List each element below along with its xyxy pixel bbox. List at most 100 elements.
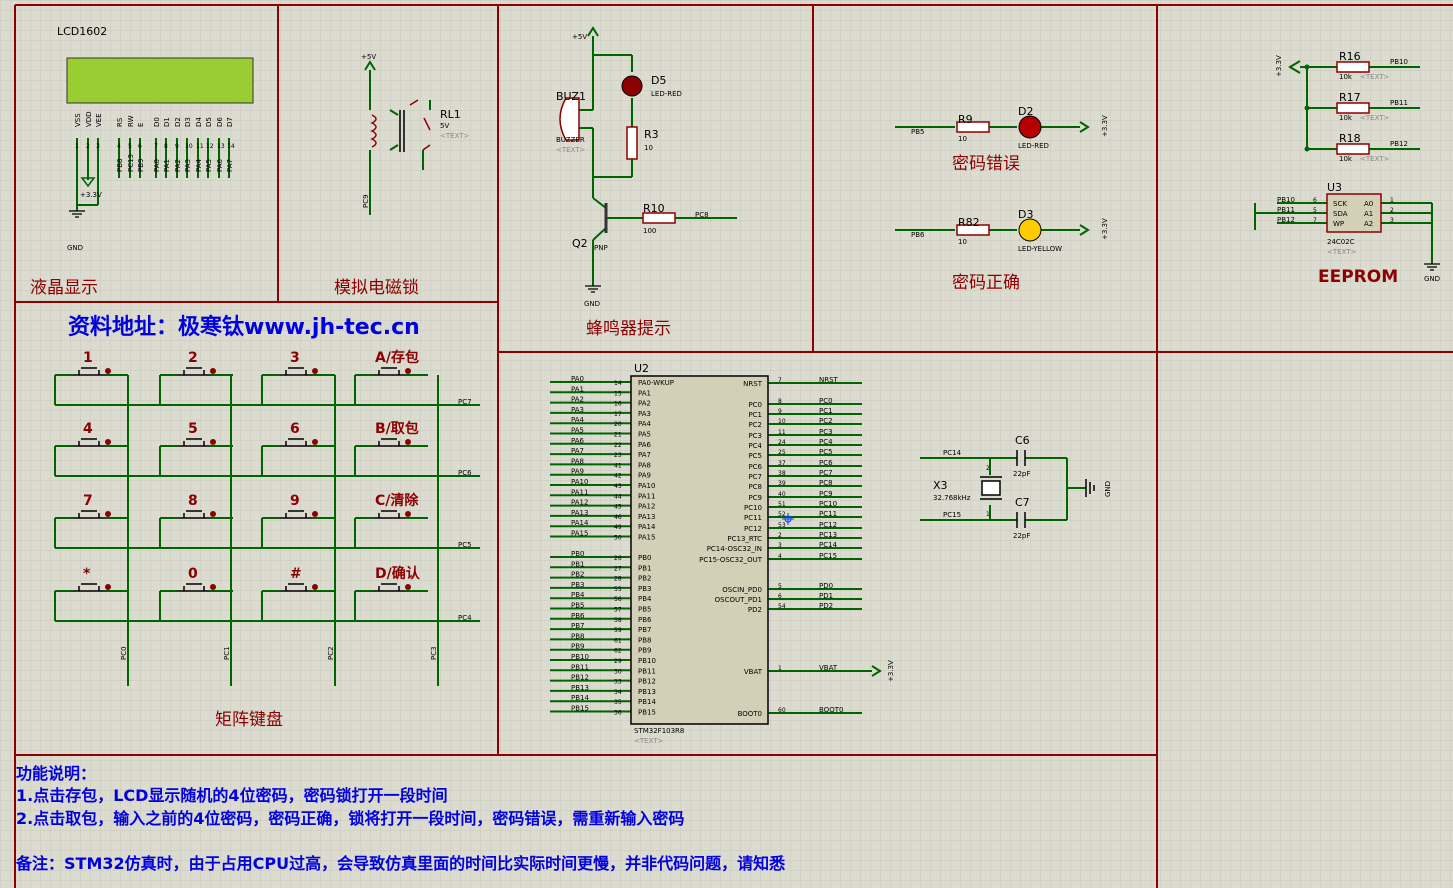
lcd-pin-name: E [137, 123, 145, 127]
lcd-pin-number: 12 [206, 143, 214, 150]
keypad-switch-dot [312, 584, 318, 590]
mcu-left-pin-number: 35 [614, 699, 622, 706]
buzzer-gnd-symbol [585, 285, 601, 293]
transistor-name: Q2 [572, 237, 588, 250]
eeprom-pin-net: PB10 [1277, 196, 1295, 204]
eeprom-pin-name: A2 [1364, 220, 1373, 228]
mcu-left-pin-number: 27 [614, 565, 622, 572]
mcu-left-net: PB4 [571, 591, 585, 599]
keypad-switch-dot [210, 368, 216, 374]
mcu-left-pin-number: 45 [614, 504, 622, 511]
mcu-right-pin-number: 24 [778, 439, 786, 446]
notes-line-2: 2.点击取包，输入之前的4位密码，密码正确，锁将打开一段时间，密码错误，需重新输… [16, 809, 685, 828]
lcd-pin-name: D4 [195, 117, 203, 127]
lcd-pin-name: VEE [95, 113, 103, 127]
mcu-right-pin-name: PC9 [748, 494, 762, 502]
keypad-switch-dot [105, 439, 111, 445]
pwd-wrong-led [1018, 115, 1042, 139]
crystal-pin-number: 2 [986, 465, 990, 472]
mcu-right-pin-number: 40 [778, 491, 786, 498]
pwd-wrong-resistor-name: R9 [958, 113, 973, 126]
pwd-wrong-led-name: D2 [1018, 105, 1033, 118]
relay-text: <TEXT> [440, 132, 470, 140]
pwd-right-led [1018, 218, 1042, 242]
keypad-key-label: 6 [290, 421, 300, 437]
resistor-r3-body [626, 126, 638, 160]
lcd-gnd-label: GND [67, 244, 83, 252]
mcu-left-net: PA14 [571, 519, 589, 527]
lcd-pin-number: 11 [196, 143, 204, 150]
eeprom-pullup-value: 10k [1339, 114, 1353, 122]
relay-name: RL1 [440, 108, 461, 121]
capacitor-c7-value: 22pF [1013, 532, 1030, 540]
mcu-left-pin-number: 49 [614, 524, 622, 531]
mcu-name: U2 [634, 362, 649, 375]
mcu-right-net: PC10 [819, 500, 837, 508]
mcu-left-pin-name: PB10 [638, 657, 656, 665]
keypad-switch [178, 367, 210, 376]
mcu-left-net: PB15 [571, 705, 589, 713]
keypad-switch [73, 510, 105, 519]
lcd-pin-name: D6 [216, 117, 224, 127]
eeprom-pin-number: 2 [1390, 207, 1394, 214]
mcu-right-net: VBAT [819, 664, 838, 672]
mcu-right-net: PC0 [819, 397, 833, 405]
keypad-row-net: PC5 [458, 541, 472, 549]
mcu-left-pin-number: 20 [614, 421, 622, 428]
keypad-row-net: PC4 [458, 614, 472, 622]
mcu-right-net: PC15 [819, 552, 837, 560]
keypad-col-net: PC0 [120, 646, 128, 660]
keypad-switch [280, 367, 312, 376]
keypad-switch-dot [105, 584, 111, 590]
buzzer-gnd-label: GND [584, 300, 600, 308]
transistor-type: PNP [594, 244, 608, 252]
lcd-pin-number: 4 [117, 143, 121, 150]
mcu-left-net: PB5 [571, 602, 584, 610]
keypad-switch [373, 367, 405, 376]
keypad-key-label: 2 [188, 350, 198, 366]
mcu-left-pin-name: PA13 [638, 513, 655, 521]
keypad-key-label: 8 [188, 493, 198, 509]
mcu-right-pin-number: 11 [778, 429, 786, 436]
eeprom-pullup-text: <TEXT> [1360, 155, 1390, 163]
mcu-right-net: PC8 [819, 479, 833, 487]
mcu-right-net: NRST [819, 376, 839, 384]
lcd-pin-name: D0 [153, 117, 161, 127]
mcu-left-pin-name: PB9 [638, 647, 651, 655]
mcu-left-net: PB9 [571, 643, 584, 651]
junction-dot [1304, 64, 1310, 70]
relay-contact [409, 99, 431, 151]
mcu-left-net: PA4 [571, 416, 585, 424]
lcd-pin-number: 5 [128, 143, 132, 150]
mcu-left-pin-name: PB2 [638, 575, 651, 583]
section-title-lcd: 液晶显示 [30, 278, 98, 298]
eeprom-vcc-label: +3.3V [1275, 55, 1283, 77]
lcd-net-label: PA3 [184, 159, 192, 172]
eeprom-pullup-body [1336, 143, 1370, 155]
mcu-right-pin-name: PC1 [748, 411, 762, 419]
pwd-right-net-label: PB6 [911, 231, 925, 239]
lcd-name: LCD1602 [57, 25, 107, 38]
mcu-left-net: PB13 [571, 684, 589, 692]
section-title-pwd-wrong: 密码错误 [952, 154, 1020, 174]
mcu-right-net: PD1 [819, 592, 833, 600]
mcu-left-net: PB2 [571, 571, 584, 579]
pwd-right-resistor-name: R82 [958, 216, 980, 229]
mcu-left-pin-name: PA8 [638, 461, 651, 469]
keypad-col-net: PC3 [430, 646, 438, 660]
mcu-right-pin-name: PC5 [748, 452, 762, 460]
eeprom-pin-name: WP [1333, 220, 1344, 228]
mcu-type: STM32F103R8 [634, 727, 684, 735]
mcu-left-pin-number: 50 [614, 535, 622, 542]
mcu-left-pin-number: 56 [614, 596, 622, 603]
keypad-switch [280, 583, 312, 592]
mcu-right-net: PC1 [819, 407, 833, 415]
mcu-left-pin-name: PA15 [638, 534, 655, 542]
mcu-left-pin-name: PA7 [638, 451, 651, 459]
lcd-net-label: PA7 [226, 159, 234, 172]
eeprom-pullup-value: 10k [1339, 73, 1353, 81]
mcu-right-pin-number: 51 [778, 501, 786, 508]
mcu-right-pin-name: OSCIN_PD0 [722, 586, 762, 594]
resistor-r3-value: 10 [644, 144, 653, 152]
lcd-pin-number: 9 [175, 143, 179, 150]
